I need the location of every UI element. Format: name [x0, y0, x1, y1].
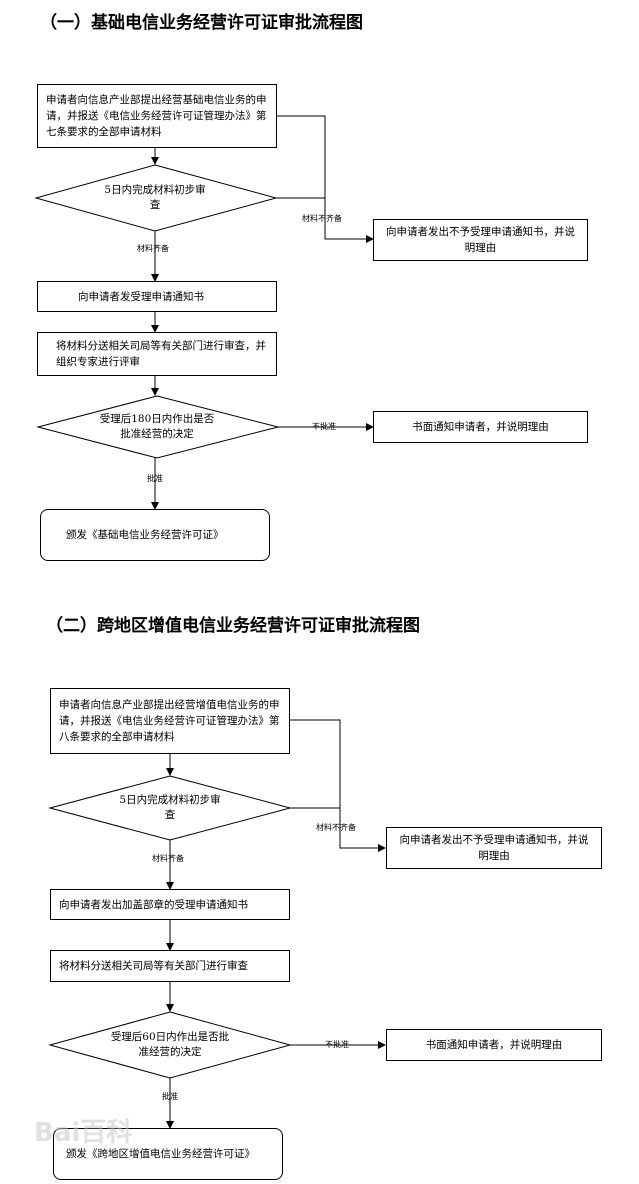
s2-check-text: 5日内完成材料初步审查 — [119, 794, 221, 821]
s1-decide-text: 受理后180日内作出是否批准经营的决定 — [99, 413, 215, 440]
s1-check-text: 5日内完成材料初步审查 — [104, 184, 206, 211]
s1-apply-box: 申请者向信息产业部提出经营基础电信业务的申请，并报送《电信业务经营许可证管理办法… — [37, 84, 277, 148]
s1-accept-box: 向申请者发受理申请通知书 — [37, 281, 277, 312]
section2-title: （二）跨地区增值电信业务经营许可证审批流程图 — [46, 616, 420, 636]
s2-issue-box: 颁发《跨地区增值电信业务经营许可证》 — [53, 1128, 283, 1180]
s2-decide-text: 受理后60日内作出是否批准经营的决定 — [110, 1031, 230, 1058]
s1-label-not-approved: 不批准 — [312, 422, 336, 431]
s1-decide-diamond — [36, 395, 279, 459]
s1-label-incomplete: 材料不齐备 — [302, 214, 342, 223]
s1-label-complete: 材料齐备 — [137, 244, 169, 253]
s1-line-to-reject — [324, 198, 374, 243]
s2-apply-box: 申请者向信息产业部提出经营增值电信业务的申请，并报送《电信业务经营许可证管理办法… — [50, 688, 290, 754]
section1-title: （一）基础电信业务经营许可证审批流程图 — [40, 13, 363, 33]
s2-label-not-approved: 不批准 — [325, 1040, 349, 1049]
s2-line-loop-right — [290, 719, 341, 809]
s2-review-box: 将材料分送相关司局等有关部门进行审查 — [50, 950, 290, 982]
s2-label-approved: 批准 — [162, 1092, 178, 1101]
s1-label-approved: 批准 — [147, 474, 163, 483]
s2-reject-box: 向申请者发出不予受理申请通知书，并说明理由 — [386, 827, 602, 869]
baidu-watermark-logo: Bai百科 — [34, 1118, 133, 1148]
s1-line-loop-right — [276, 115, 326, 199]
s1-reject-box: 向申请者发出不予受理申请通知书，并说明理由 — [373, 219, 588, 261]
s2-accept-box: 向申请者发出加盖部章的受理申请通知书 — [50, 889, 290, 920]
s2-label-complete: 材料齐备 — [152, 854, 184, 863]
s2-deny-box: 书面通知申请者，并说明理由 — [386, 1029, 602, 1061]
s2-line-to-reject — [339, 808, 386, 852]
s2-label-incomplete: 材料不齐备 — [316, 823, 356, 832]
s1-issue-box: 颁发《基础电信业务经营许可证》 — [40, 509, 270, 561]
s1-review-box: 将材料分送相关司局等有关部门进行审查，并组织专家进行评审 — [37, 332, 277, 376]
s1-deny-box: 书面通知申请者，并说明理由 — [373, 411, 588, 443]
